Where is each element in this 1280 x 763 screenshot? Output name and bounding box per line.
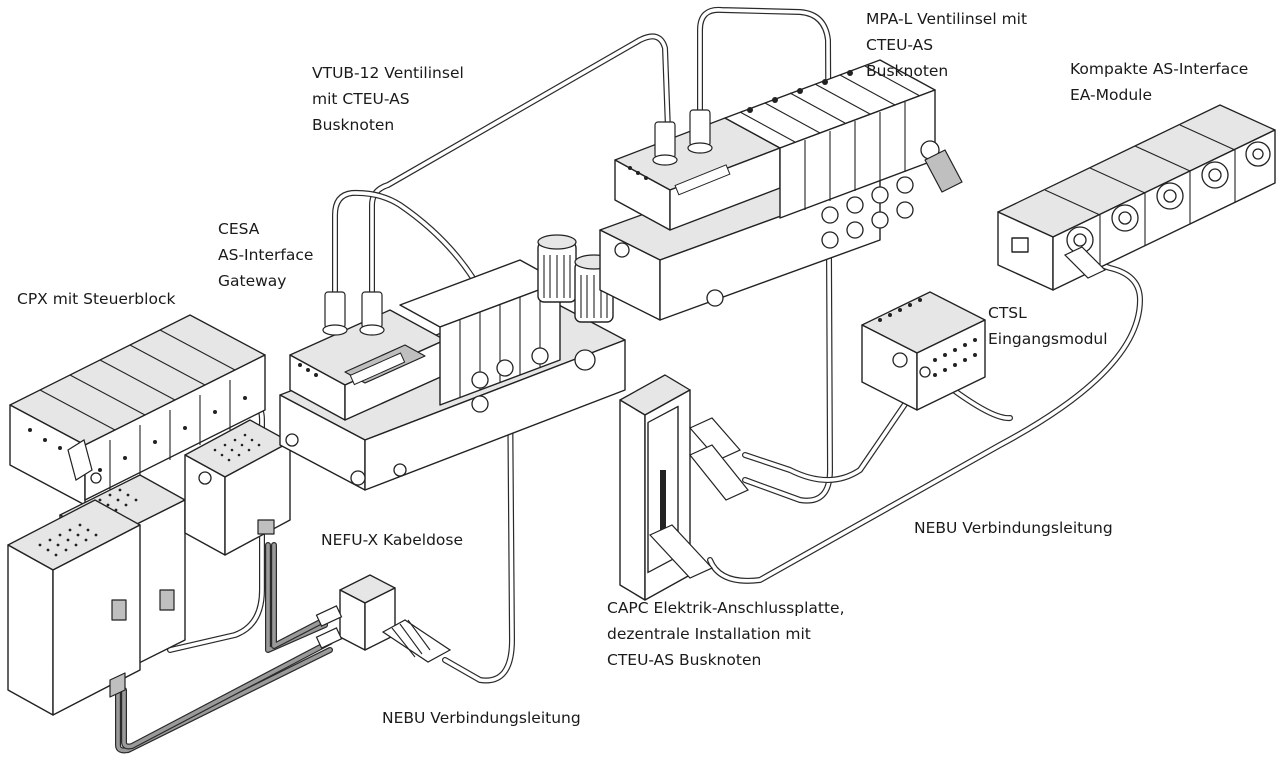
power-cables bbox=[115, 542, 333, 754]
mpa-connector-left bbox=[652, 121, 678, 166]
capc-connector-bottom bbox=[648, 524, 714, 579]
cesa-connector-left bbox=[322, 291, 348, 336]
cesa-gateway bbox=[289, 291, 446, 421]
label-nefu-x-socket: NEFU-X Kabeldose bbox=[321, 531, 464, 549]
cable-vtub-to-mpa bbox=[369, 33, 671, 295]
label-ctsl-input-module: CTSL Eingangsmodul bbox=[988, 304, 1108, 348]
cesa-connector-right bbox=[359, 291, 385, 336]
label-vtub-12-valve-terminal: VTUB-12 Ventilinsel mit CTEU-AS Busknote… bbox=[312, 64, 464, 134]
cable-capc-to-ctsl bbox=[742, 372, 928, 483]
mpa-connector-right bbox=[687, 109, 713, 154]
label-cesa-gateway: CESA AS-Interface Gateway bbox=[218, 220, 314, 290]
capc-connection-plate bbox=[619, 374, 749, 601]
capc-connector-mid bbox=[689, 444, 749, 501]
mpa-bus-node bbox=[614, 109, 781, 231]
power-module bbox=[184, 419, 291, 556]
cable-capc-to-io-modules bbox=[707, 255, 1143, 584]
label-capc-connection-plate: CAPC Elektrik-Anschlussplatte, dezentral… bbox=[607, 599, 845, 669]
mpa-valve-slices bbox=[724, 59, 963, 249]
io-module-connector bbox=[1063, 246, 1107, 279]
mpa-silencer bbox=[924, 149, 963, 193]
power-supply-units bbox=[7, 474, 186, 716]
label-cpx-controller: CPX mit Steuerblock bbox=[17, 290, 176, 308]
cable-mpa-to-capc bbox=[697, 6, 833, 504]
as-interface-io-modules bbox=[997, 104, 1276, 291]
label-mpa-l-valve-terminal: MPA-L Ventilinsel mit CTEU-AS Busknoten bbox=[866, 10, 1028, 80]
cesa-vtub-assembly bbox=[279, 234, 626, 491]
cpx-cable-plug bbox=[67, 439, 93, 481]
vtub-12-valve-terminal bbox=[399, 234, 614, 413]
ctsl-input-module bbox=[861, 291, 986, 411]
label-compact-as-interface-modules: Kompakte AS-Interface EA-Module bbox=[1070, 60, 1249, 104]
label-nebu-cable-bottom: NEBU Verbindungsleitung bbox=[382, 709, 581, 727]
nefu-cable-plug bbox=[381, 619, 452, 663]
label-nebu-cable-right: NEBU Verbindungsleitung bbox=[914, 519, 1113, 537]
mpa-l-valve-terminal bbox=[599, 59, 963, 321]
cable-cesa-to-nefu bbox=[332, 189, 515, 684]
filter-cylinder-left bbox=[537, 234, 577, 303]
nefu-x-socket bbox=[315, 574, 452, 663]
cpx-terminal bbox=[9, 314, 266, 506]
